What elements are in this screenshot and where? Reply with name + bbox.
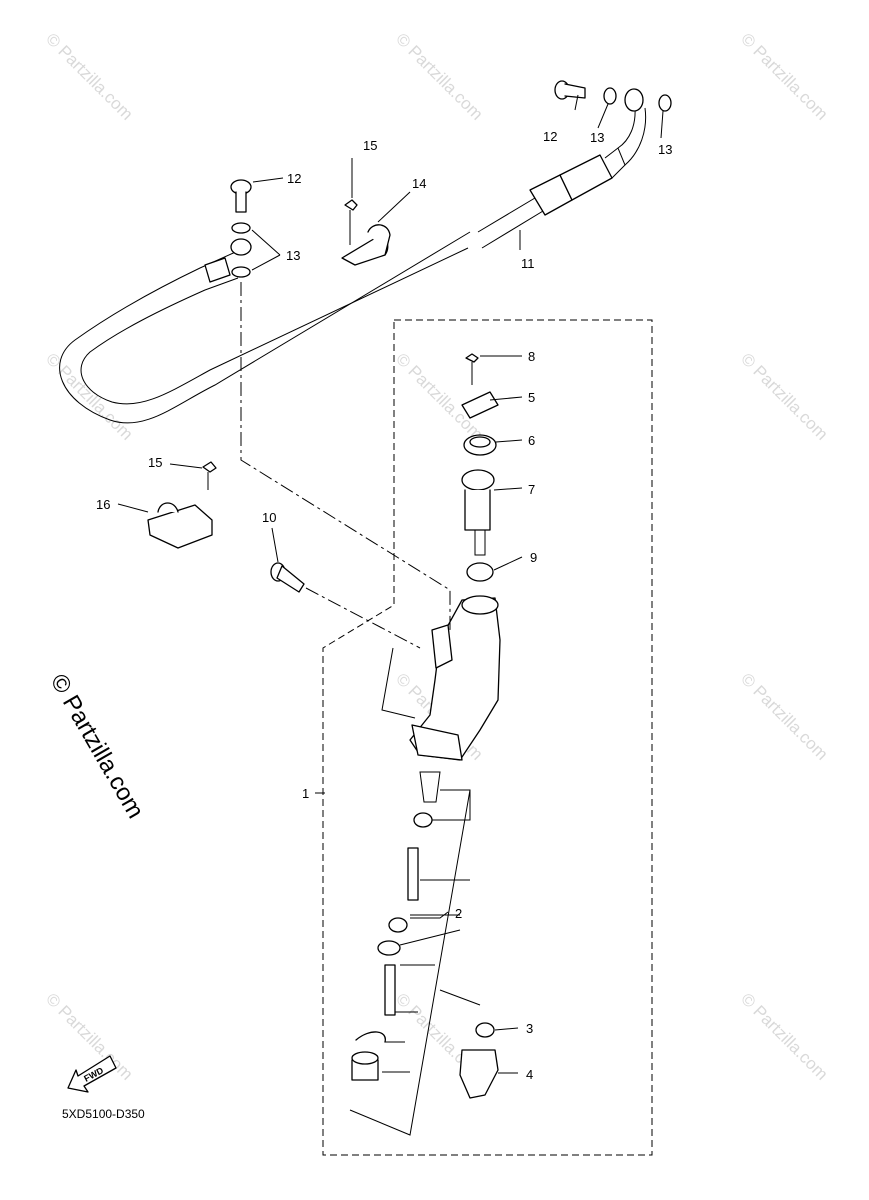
forward-arrow-icon: FWD [67,1055,117,1093]
watermark-text: © Partzilla.com [392,29,486,123]
callout-numbers: 1 2 3 4 5 6 7 8 9 10 11 12 12 13 13 13 1… [96,129,672,1082]
callout-13: 13 [286,248,300,263]
assembly-boundary [322,319,653,1156]
callout-11: 11 [521,256,535,271]
master-cylinder-body [409,595,501,761]
callout-4: 4 [526,1067,533,1082]
banjo-bolt-upper [230,179,252,278]
hose-clamp-lower [147,461,217,549]
diagram-code: 5XD5100-D350 [62,1107,145,1121]
mounting-bolt [270,562,305,593]
callout-1: 1 [302,786,309,801]
callout-12: 12 [543,129,557,144]
watermark-text: © Partzilla.com [737,29,831,123]
callout-12: 12 [287,171,301,186]
callout-8: 8 [528,349,535,364]
callout-13: 13 [658,142,672,157]
copyright-label: © Partzilla.com [45,670,149,824]
watermark-text: © Partzilla.com [737,669,831,763]
callout-5: 5 [528,390,535,405]
watermarks: © Partzilla.com © Partzilla.com © Partzi… [42,29,831,1083]
callout-2: 2 [455,906,462,921]
reservoir-parts [461,353,499,582]
callout-13: 13 [590,130,604,145]
callout-10: 10 [262,510,276,525]
callout-15: 15 [148,455,162,470]
watermark-text: © Partzilla.com [737,349,831,443]
callout-14: 14 [412,176,426,191]
callout-3: 3 [526,1021,533,1036]
watermark-text: © Partzilla.com [737,989,831,1083]
leader-lines [117,94,664,1136]
watermark-text: © Partzilla.com [42,349,136,443]
callout-16: 16 [96,497,110,512]
internal-parts [351,771,499,1099]
watermark-text: © Partzilla.com [42,29,136,123]
brake-hose [59,107,647,424]
callout-9: 9 [530,550,537,565]
callout-15: 15 [363,138,377,153]
banjo-bolt-rear [554,80,672,112]
callout-6: 6 [528,433,535,448]
hose-clamp-upper [341,199,391,266]
callout-7: 7 [528,482,535,497]
